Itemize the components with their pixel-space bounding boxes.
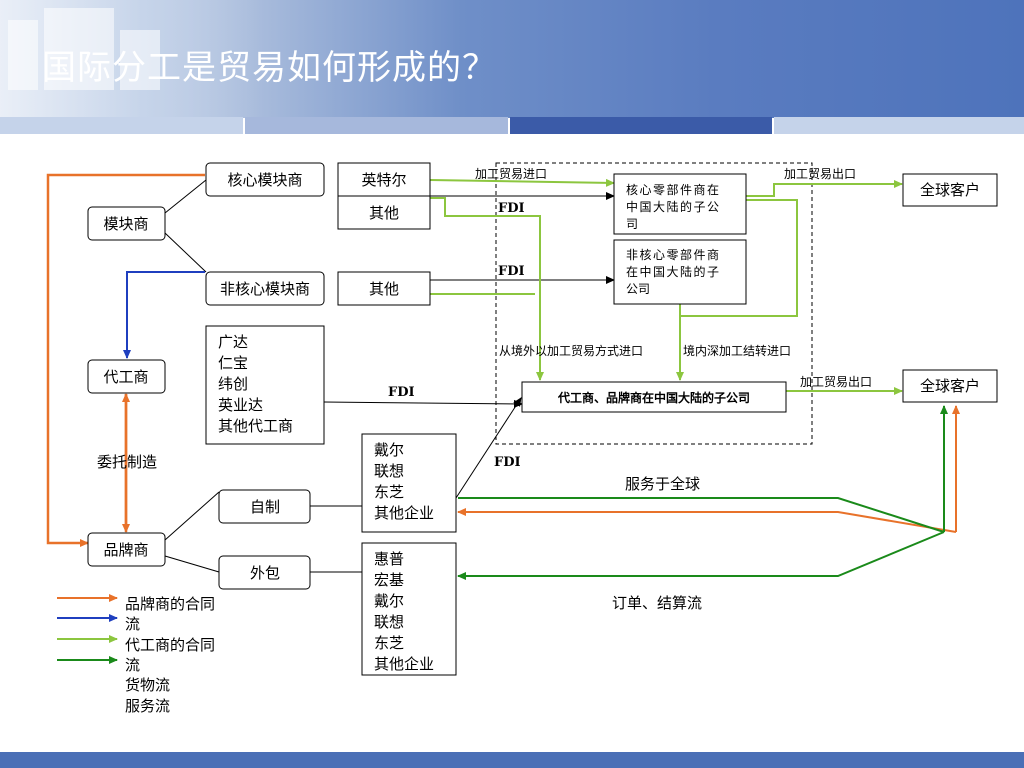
svg-text:戴尔: 戴尔 [374, 441, 404, 459]
header-strip [774, 117, 1024, 134]
legend-label: 服务流 [125, 697, 170, 715]
svg-text:代工商: 代工商 [103, 368, 148, 386]
legend-label: 货物流 [125, 676, 170, 694]
green-flow-order [457, 531, 945, 580]
legend-label: 流 [125, 656, 140, 674]
svg-text:品牌商: 品牌商 [103, 541, 148, 559]
footer-bar [0, 752, 1024, 768]
tree-line [164, 179, 207, 214]
arrow-oem-fdi [323, 399, 523, 408]
node-oem: 代工商 [87, 359, 166, 394]
svg-text:核心模块商: 核心模块商 [227, 171, 302, 189]
label-order-flow: 订单、结算流 [612, 594, 702, 612]
tree-line [164, 232, 207, 273]
label-import-abroad: 从境外以加工贸易方式进口 [499, 343, 643, 358]
svg-text:自制: 自制 [250, 498, 280, 516]
node-self-made: 自制 [218, 489, 311, 524]
node-module-maker: 模块商 [87, 206, 166, 241]
svg-text:联想: 联想 [374, 462, 404, 480]
svg-text:仁宝: 仁宝 [218, 354, 248, 372]
label-commission: 委托制造 [97, 453, 157, 471]
node-global-customer-2: 全球客户 [902, 369, 998, 403]
svg-text:英特尔: 英特尔 [361, 171, 406, 189]
label-process-export-1: 加工贸易出口 [784, 167, 856, 181]
svg-text:英业达: 英业达 [218, 396, 263, 414]
svg-text:其他企业: 其他企业 [374, 655, 434, 673]
legend-label: 品牌商的合同 [125, 595, 215, 613]
legend-label: 代工商的合同 [125, 636, 215, 654]
svg-text:其他企业: 其他企业 [374, 504, 434, 522]
label-fdi-3: FDI [388, 385, 415, 400]
tree-line [164, 491, 220, 541]
header-banner: 国际分工是贸易如何形成的？ [0, 0, 1024, 118]
orange-flow-left [46, 173, 205, 547]
node-noncore-sub: 非核心零部件商 在中国大陆的子 公司 [613, 239, 747, 305]
svg-text:非核心零部件商: 非核心零部件商 [626, 247, 721, 262]
svg-text:全球客户: 全球客户 [920, 181, 980, 199]
node-global-customer-1: 全球客户 [902, 173, 998, 207]
svg-text:全球客户: 全球客户 [920, 377, 980, 395]
svg-text:广达: 广达 [218, 333, 248, 351]
svg-text:代工商、品牌商在中国大陆的子公司: 代工商、品牌商在中国大陆的子公司 [557, 390, 750, 405]
svg-text:其他代工商: 其他代工商 [218, 417, 293, 435]
node-core-module: 核心模块商 [205, 162, 325, 197]
svg-text:司: 司 [626, 217, 638, 231]
blue-flow [123, 271, 205, 359]
node-core-sub: 核心零部件商在 中国大陆的子公 司 [613, 173, 747, 235]
svg-text:外包: 外包 [250, 564, 280, 582]
label-fdi-1: FDI [498, 201, 525, 216]
node-oem-brand-sub: 代工商、品牌商在中国大陆的子公司 [521, 381, 787, 413]
node-oem-list: 广达 仁宝 纬创 英业达 其他代工商 [205, 325, 325, 445]
svg-text:宏基: 宏基 [374, 571, 404, 589]
svg-text:核心零部件商在: 核心零部件商在 [626, 182, 721, 197]
label-process-export-2: 加工贸易出口 [800, 375, 872, 389]
tree-line [164, 555, 220, 573]
node-group1: 戴尔 联想 东芝 其他企业 [361, 433, 457, 533]
lightgreen-flow-intel [429, 178, 615, 187]
header-strip [510, 117, 772, 134]
svg-text:中国大陆的子公: 中国大陆的子公 [626, 199, 721, 214]
orange-flow-global [457, 508, 957, 533]
svg-text:东芝: 东芝 [374, 634, 404, 652]
label-serve-global: 服务于全球 [625, 475, 700, 493]
slide-title: 国际分工是贸易如何形成的？ [42, 48, 497, 88]
svg-text:非核心模块商: 非核心模块商 [220, 280, 310, 298]
svg-text:模块商: 模块商 [103, 215, 148, 233]
arrow-brand-fdi [455, 397, 522, 499]
svg-text:东芝: 东芝 [374, 483, 404, 501]
header-strip [0, 117, 243, 134]
lightgreen-flow-down [430, 197, 544, 381]
building-block [44, 8, 114, 90]
lightgreen-flow-transfer [680, 199, 798, 317]
svg-text:其他: 其他 [369, 280, 399, 298]
node-outsource: 外包 [218, 555, 311, 590]
node-other: 其他 [337, 271, 431, 306]
node-brand: 品牌商 [87, 532, 166, 567]
building-block [8, 20, 38, 90]
green-flow-serve [458, 497, 945, 533]
header-strip [245, 117, 508, 134]
svg-text:联想: 联想 [374, 613, 404, 631]
node-intel-other: 英特尔 其他 [337, 162, 431, 230]
svg-text:戴尔: 戴尔 [374, 592, 404, 610]
label-fdi-4: FDI [494, 455, 521, 470]
svg-text:惠普: 惠普 [374, 550, 404, 568]
svg-text:其他: 其他 [369, 204, 399, 222]
node-noncore-module: 非核心模块商 [205, 271, 325, 306]
label-fdi-2: FDI [498, 264, 525, 279]
legend-label: 流 [125, 615, 140, 633]
svg-text:在中国大陆的子: 在中国大陆的子 [626, 264, 721, 279]
china-region-dashed [495, 162, 813, 445]
label-domestic-transfer: 境内深加工结转进口 [683, 343, 791, 358]
label-process-import: 加工贸易进口 [475, 167, 547, 181]
svg-text:纬创: 纬创 [218, 375, 248, 393]
lightgreen-flow-core-out [746, 180, 903, 197]
building-photo [0, 0, 260, 118]
legend: 品牌商的合同 流 代工商的合同 流 货物流 服务流 [57, 594, 215, 715]
building-block [120, 30, 160, 90]
node-group2: 惠普 宏基 戴尔 联想 东芝 其他企业 [361, 542, 457, 676]
svg-text:公司: 公司 [626, 282, 650, 296]
